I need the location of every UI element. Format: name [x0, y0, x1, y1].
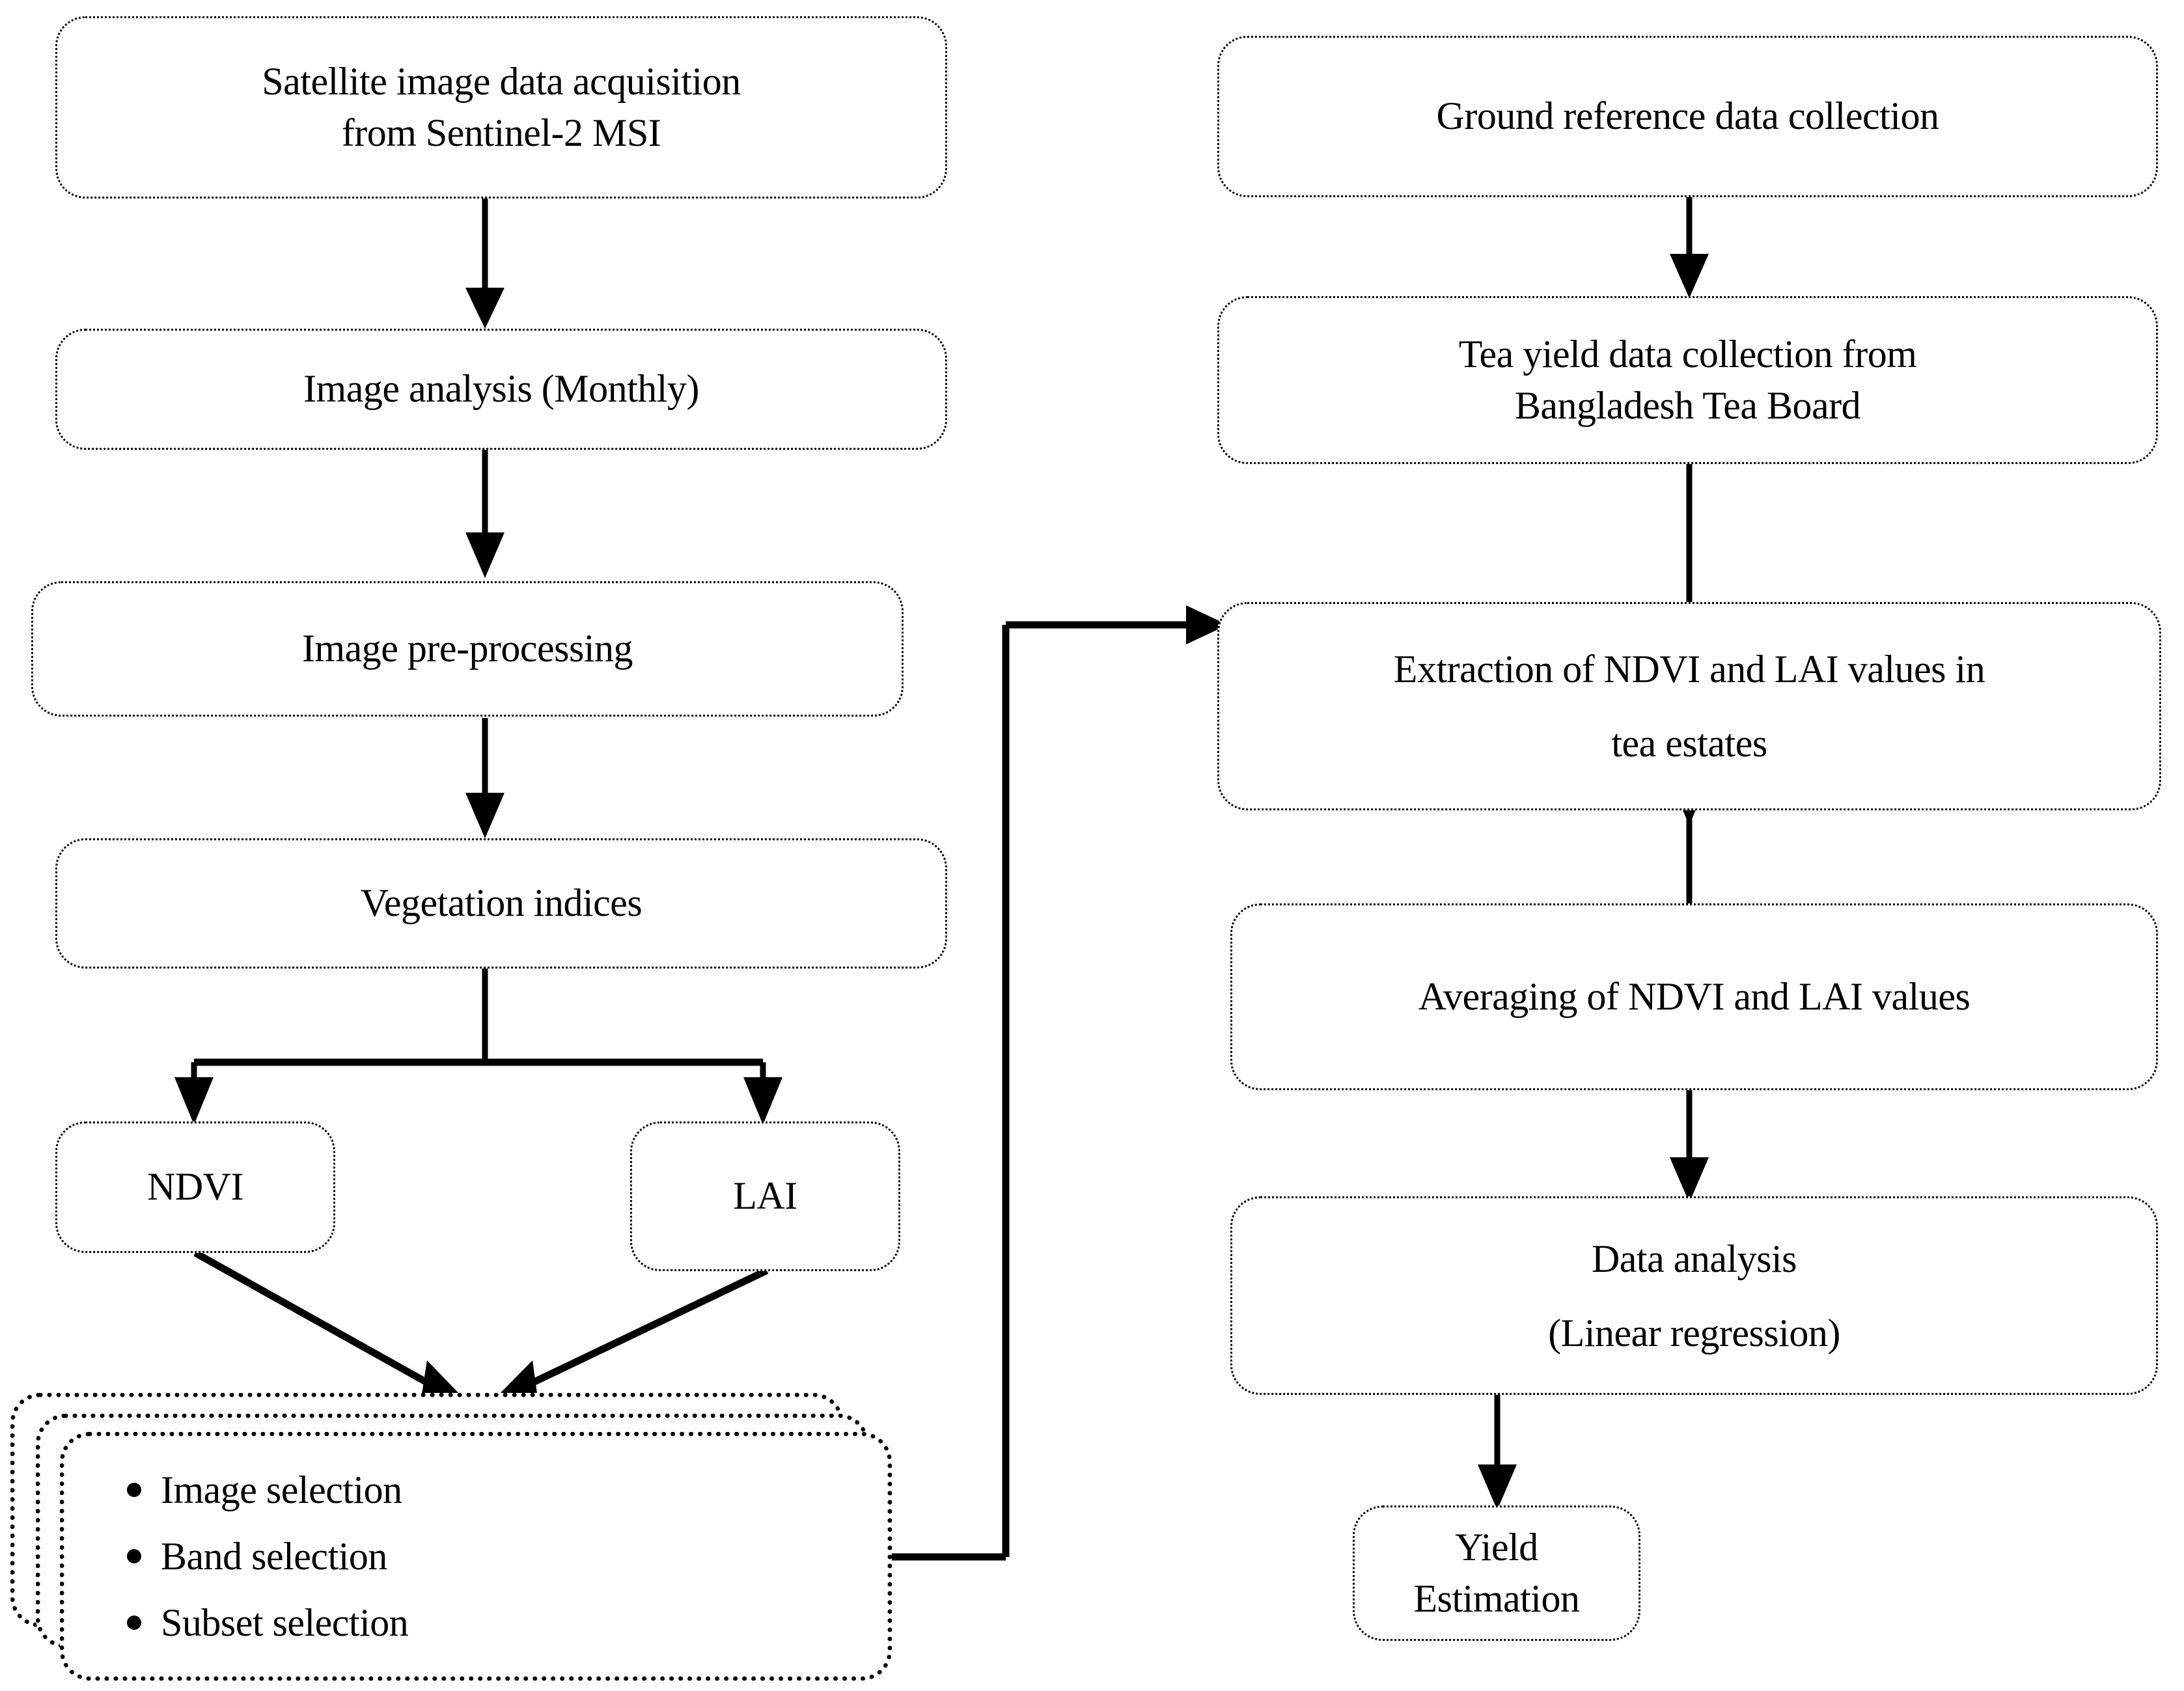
node-lai[interactable]: LAI	[630, 1121, 900, 1271]
arrow-preprocessing-to-indices	[465, 718, 505, 838]
node-data-analysis[interactable]: Data analysis (Linear regression)	[1230, 1196, 2158, 1395]
node-ground-reference-label: Ground reference data collection	[1436, 94, 1939, 138]
node-extraction-label: Extraction of NDVI and LAI values in tea…	[1393, 648, 1985, 765]
node-satellite-acquisition-label: Satellite image data acquisition from Se…	[262, 59, 741, 154]
node-averaging-label: Averaging of NDVI and LAI values	[1418, 974, 1970, 1018]
node-averaging[interactable]: Averaging of NDVI and LAI values	[1230, 903, 2158, 1090]
arrow-lai-to-selection	[495, 1267, 769, 1398]
arrow-ndvi-to-selection	[193, 1250, 463, 1398]
node-ndvi[interactable]: NDVI	[55, 1121, 335, 1253]
node-selection-options[interactable]: Image selection Band selection Subset se…	[60, 1432, 892, 1681]
list-item: Band selection	[127, 1537, 408, 1576]
arrow-averaging-to-analysis	[1670, 1088, 1709, 1203]
node-satellite-acquisition[interactable]: Satellite image data acquisition from Se…	[55, 16, 947, 199]
node-lai-label: LAI	[733, 1174, 797, 1218]
node-image-preprocessing[interactable]: Image pre-processing	[31, 581, 904, 717]
node-tea-yield-collection[interactable]: Tea yield data collection from Banglades…	[1217, 296, 2158, 464]
node-image-analysis[interactable]: Image analysis (Monthly)	[55, 329, 947, 450]
list-item: Image selection	[127, 1470, 408, 1509]
node-extraction[interactable]: Extraction of NDVI and LAI values in tea…	[1217, 602, 2161, 810]
node-image-analysis-label: Image analysis (Monthly)	[303, 367, 699, 411]
arrow-acquisition-to-analysis	[465, 197, 505, 329]
node-data-analysis-label: Data analysis (Linear regression)	[1548, 1237, 1840, 1354]
split-indices-to-ndvi-lai	[174, 968, 782, 1125]
list-item: Subset selection	[127, 1603, 409, 1642]
arrow-analysis-to-yield	[1478, 1394, 1517, 1510]
node-yield-estimation[interactable]: Yield Estimation	[1353, 1505, 1640, 1641]
node-image-preprocessing-label: Image pre-processing	[301, 627, 633, 670]
arrow-ground-to-teayield	[1670, 197, 1709, 298]
node-vegetation-indices[interactable]: Vegetation indices	[55, 838, 947, 969]
selection-bullet-list: Image selection Band selection Subset se…	[64, 1470, 409, 1642]
node-tea-yield-collection-label: Tea yield data collection from Banglades…	[1458, 332, 1917, 427]
arrow-analysis-to-preprocessing	[465, 449, 505, 578]
node-ground-reference[interactable]: Ground reference data collection	[1217, 36, 2158, 197]
node-yield-estimation-label: Yield Estimation	[1413, 1525, 1580, 1620]
node-vegetation-indices-label: Vegetation indices	[360, 881, 643, 925]
node-ndvi-label: NDVI	[147, 1165, 243, 1209]
